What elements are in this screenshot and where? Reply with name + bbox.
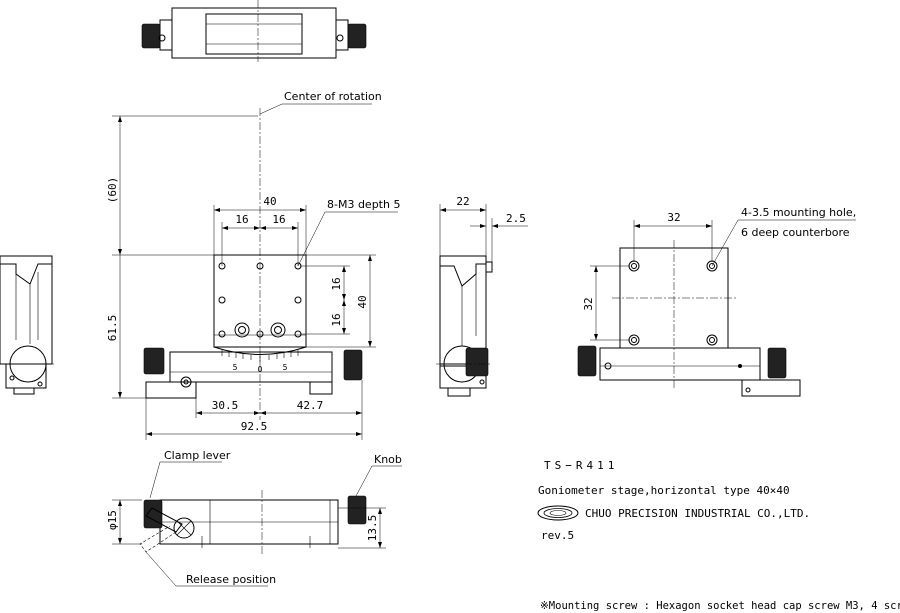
dim-base-32-v: 32	[582, 297, 595, 310]
knob-side-view	[465, 347, 489, 377]
top-view	[141, 0, 367, 62]
right-side-view: 22 2.5	[436, 195, 528, 397]
release-position-label: Release position	[186, 573, 276, 586]
dim-side-22: 22	[456, 195, 469, 208]
knob-label: Knob	[374, 453, 402, 466]
dim-bottom-42-7: 42.7	[297, 399, 324, 412]
title-block: TS−R411 Goniometer stage,horizontal type…	[537, 459, 900, 612]
dim-top-40: 40	[263, 195, 276, 208]
knob-right-top	[347, 23, 367, 49]
dim-overall-92-5: 92.5	[241, 420, 268, 433]
knob-clamp-left	[143, 499, 163, 529]
product-description: Goniometer stage,horizontal type 40×40	[538, 484, 790, 497]
company-name: CHUO PRECISION INDUSTRIAL CO.,LTD.	[585, 507, 810, 520]
dim-bottom-30-5: 30.5	[212, 399, 239, 412]
dim-height-13-5: 13.5	[366, 515, 379, 542]
scale-label-right: 5	[283, 363, 288, 372]
bottom-elevation-view: Clamp lever Knob Release position φ15 13…	[106, 449, 402, 587]
front-view: 5 0 5	[143, 108, 363, 420]
tapped-holes-label: 8-M3 depth 5	[327, 198, 400, 211]
scale-label-zero: 0	[258, 365, 263, 374]
dim-right-16: 16	[272, 213, 285, 226]
scale-label-left: 5	[233, 363, 238, 372]
tapped-holes	[218, 262, 302, 338]
dim-vert-16-a: 16	[330, 277, 343, 290]
mounting-hole-label-2: 6 deep counterbore	[741, 226, 850, 239]
knob-bottom-right	[767, 347, 787, 379]
dim-height-60: (60)	[106, 177, 119, 204]
scale-ticks	[221, 350, 299, 362]
dim-vert-40: 40	[356, 295, 369, 308]
knob-left-top	[141, 23, 161, 49]
mounting-holes	[628, 260, 718, 346]
dim-side-2-5: 2.5	[506, 212, 526, 225]
revision: rev.5	[541, 529, 574, 542]
left-side-view	[0, 255, 56, 395]
dim-base-32-h: 32	[667, 211, 680, 224]
knob-clamp-right	[347, 495, 367, 525]
front-view-dimensions: Center of rotation (60) 61.5 40 16 16 8-…	[106, 90, 400, 440]
knob-right-front	[343, 349, 363, 381]
knob-bottom-left	[577, 345, 597, 377]
center-of-rotation-label: Center of rotation	[284, 90, 382, 103]
dim-left-16: 16	[235, 213, 248, 226]
model-number: TS−R411	[544, 459, 618, 472]
dim-height-61-5: 61.5	[106, 315, 119, 342]
dim-dia-15: φ15	[106, 510, 119, 530]
knob-left-front	[143, 347, 165, 375]
bottom-view: 32 32 4-3.5 mounting hole, 6 deep counte…	[577, 206, 856, 397]
mounting-screw-footnote: ※Mounting screw : Hexagon socket head ca…	[540, 600, 900, 612]
company-logo	[537, 505, 579, 521]
clamp-lever-label: Clamp lever	[164, 449, 231, 462]
mounting-hole-label-1: 4-3.5 mounting hole,	[741, 206, 856, 219]
dim-vert-16-b: 16	[330, 313, 343, 326]
